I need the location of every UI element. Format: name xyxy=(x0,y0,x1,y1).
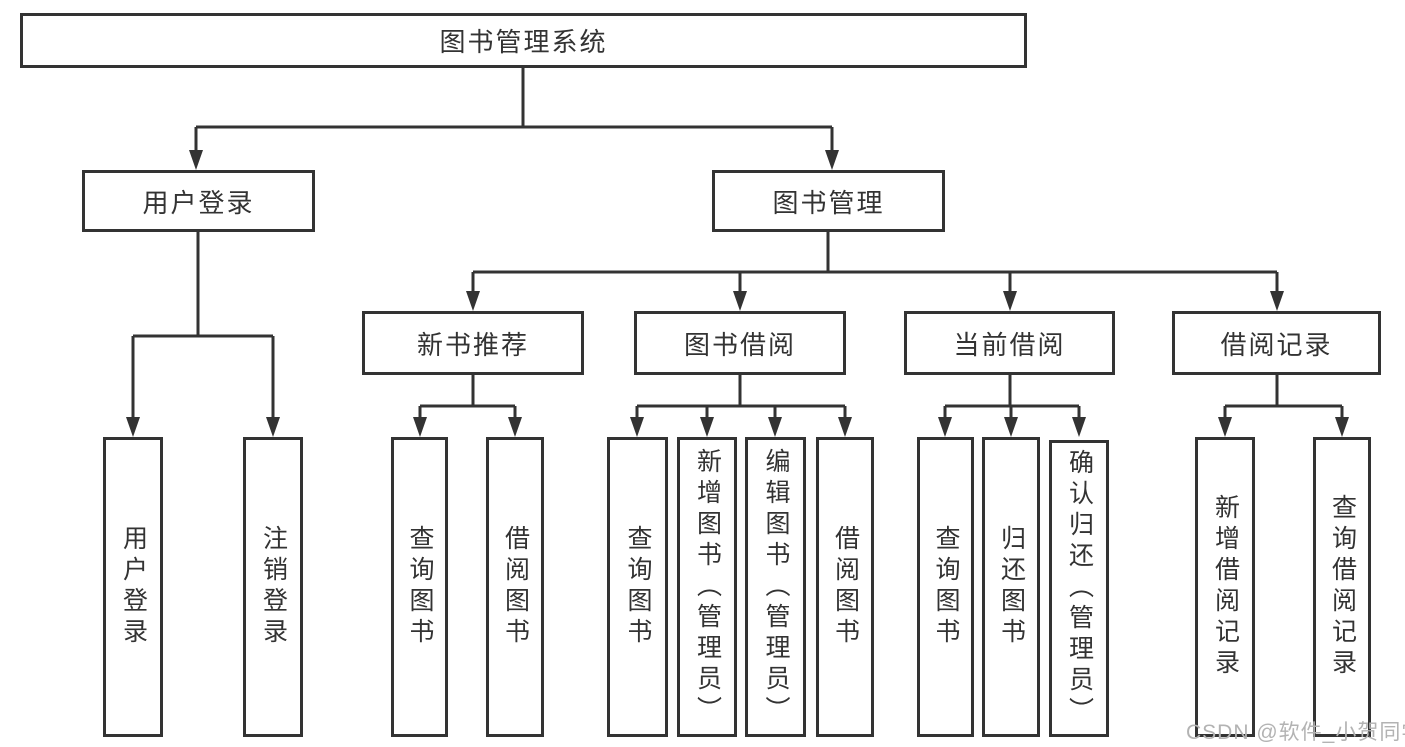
leaf-query-borrow-record: 查询借阅记录 xyxy=(1313,437,1371,737)
leaf-add-borrow-record: 新增借阅记录 xyxy=(1195,437,1255,737)
leaf-query-books-recommend-label: 查询图书 xyxy=(406,525,434,649)
leaf-edit-books-admin: 编辑图书（管理员） xyxy=(745,437,806,737)
node-new-book-recommend: 新书推荐 xyxy=(362,311,584,375)
node-book-borrowing: 图书借阅 xyxy=(634,311,846,375)
leaf-add-borrow-record-label: 新增借阅记录 xyxy=(1211,494,1240,680)
node-borrowing-records: 借阅记录 xyxy=(1172,311,1381,375)
leaf-borrow-books-borrowing-label: 借阅图书 xyxy=(831,525,860,649)
node-book-management: 图书管理 xyxy=(712,170,945,232)
leaf-query-books-borrowing: 查询图书 xyxy=(607,437,668,737)
leaf-return-books: 归还图书 xyxy=(982,437,1040,737)
leaf-borrow-books-recommend: 借阅图书 xyxy=(486,437,544,737)
leaf-borrow-books-recommend-label: 借阅图书 xyxy=(501,525,530,649)
node-root: 图书管理系统 xyxy=(20,13,1027,68)
leaf-add-books-admin: 新增图书（管理员） xyxy=(677,437,737,737)
leaf-user-login: 用户登录 xyxy=(103,437,163,737)
leaf-return-books-label: 归还图书 xyxy=(997,525,1026,649)
leaf-query-books-recommend: 查询图书 xyxy=(391,437,448,737)
node-current-borrowing: 当前借阅 xyxy=(904,311,1115,375)
watermark: CSDN @软件_小贺同学 xyxy=(1186,721,1405,744)
leaf-edit-books-admin-label: 编辑图书（管理员） xyxy=(762,447,790,727)
leaf-query-books-current: 查询图书 xyxy=(917,437,974,737)
leaf-logout: 注销登录 xyxy=(243,437,303,737)
leaf-query-borrow-record-label: 查询借阅记录 xyxy=(1328,494,1357,680)
leaf-query-books-borrowing-label: 查询图书 xyxy=(624,525,652,649)
node-user-login: 用户登录 xyxy=(82,170,315,232)
leaf-confirm-return-admin-label: 确认归还（管理员） xyxy=(1065,449,1094,728)
leaf-logout-label: 注销登录 xyxy=(259,525,288,649)
leaf-query-books-current-label: 查询图书 xyxy=(932,525,960,649)
leaf-add-books-admin-label: 新增图书（管理员） xyxy=(693,447,722,727)
leaf-borrow-books-borrowing: 借阅图书 xyxy=(816,437,874,737)
leaf-confirm-return-admin: 确认归还（管理员） xyxy=(1049,440,1109,737)
leaf-user-login-label: 用户登录 xyxy=(119,525,148,649)
